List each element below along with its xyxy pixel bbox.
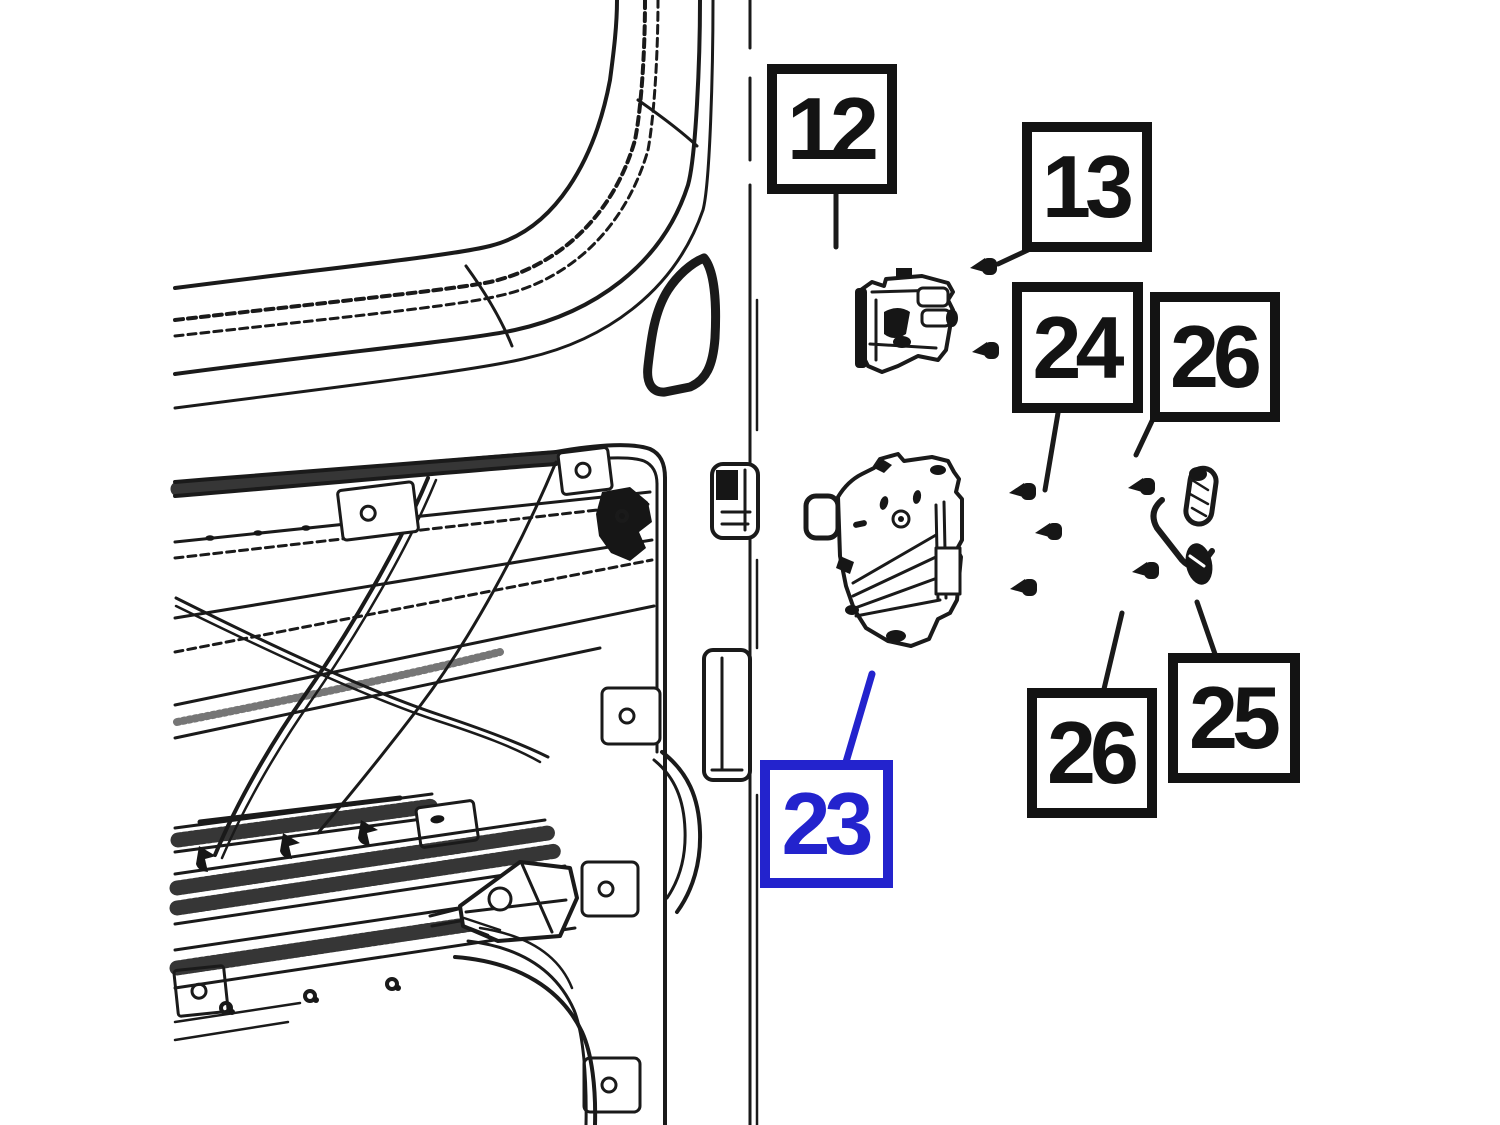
callout-13-box[interactable]: 13 bbox=[1022, 122, 1152, 252]
callout-24-box[interactable]: 24 bbox=[1012, 282, 1143, 413]
pillar-corner-seal bbox=[643, 253, 721, 397]
callout-number: 24 bbox=[1032, 297, 1125, 397]
hook-clips bbox=[196, 820, 401, 1015]
callout-23-box-highlighted[interactable]: 23 bbox=[760, 760, 893, 888]
striker-part bbox=[1150, 465, 1219, 585]
callout-number: 13 bbox=[1042, 137, 1134, 236]
door-inner-panel bbox=[169, 443, 703, 1125]
callout-26-top-box[interactable]: 26 bbox=[1150, 292, 1280, 422]
bolt-bracket bbox=[336, 480, 420, 542]
callout-number: 26 bbox=[1170, 307, 1262, 406]
callout-number: 26 bbox=[1047, 703, 1139, 802]
latch-bellcrank bbox=[596, 487, 652, 561]
pillar-guide-parts bbox=[702, 462, 760, 782]
bolt-bracket bbox=[556, 446, 614, 496]
bolt-bracket bbox=[580, 860, 640, 918]
bolt-bracket bbox=[582, 1056, 642, 1114]
callout-number: 23 bbox=[781, 774, 874, 873]
roller-bracket bbox=[428, 860, 579, 943]
panel-rivets bbox=[205, 525, 311, 541]
callout-25-box[interactable]: 25 bbox=[1168, 653, 1300, 783]
callout-number: 25 bbox=[1189, 668, 1281, 767]
sill-reinforcement-bands bbox=[169, 792, 577, 1042]
door-latch-assembly bbox=[803, 452, 964, 648]
bolt-bracket bbox=[600, 686, 662, 746]
door-gap-edge-line bbox=[748, 0, 759, 1125]
callout-26-bottom-box[interactable]: 26 bbox=[1027, 688, 1157, 818]
leader-lines bbox=[833, 190, 1218, 766]
callout-12-box[interactable]: 12 bbox=[767, 64, 897, 194]
upper-latch-assembly bbox=[855, 268, 958, 374]
callout-number: 12 bbox=[787, 79, 879, 178]
leader-line-23 bbox=[842, 670, 876, 766]
bolt-bracket bbox=[172, 964, 230, 1018]
door-opening-frame bbox=[173, 0, 715, 410]
